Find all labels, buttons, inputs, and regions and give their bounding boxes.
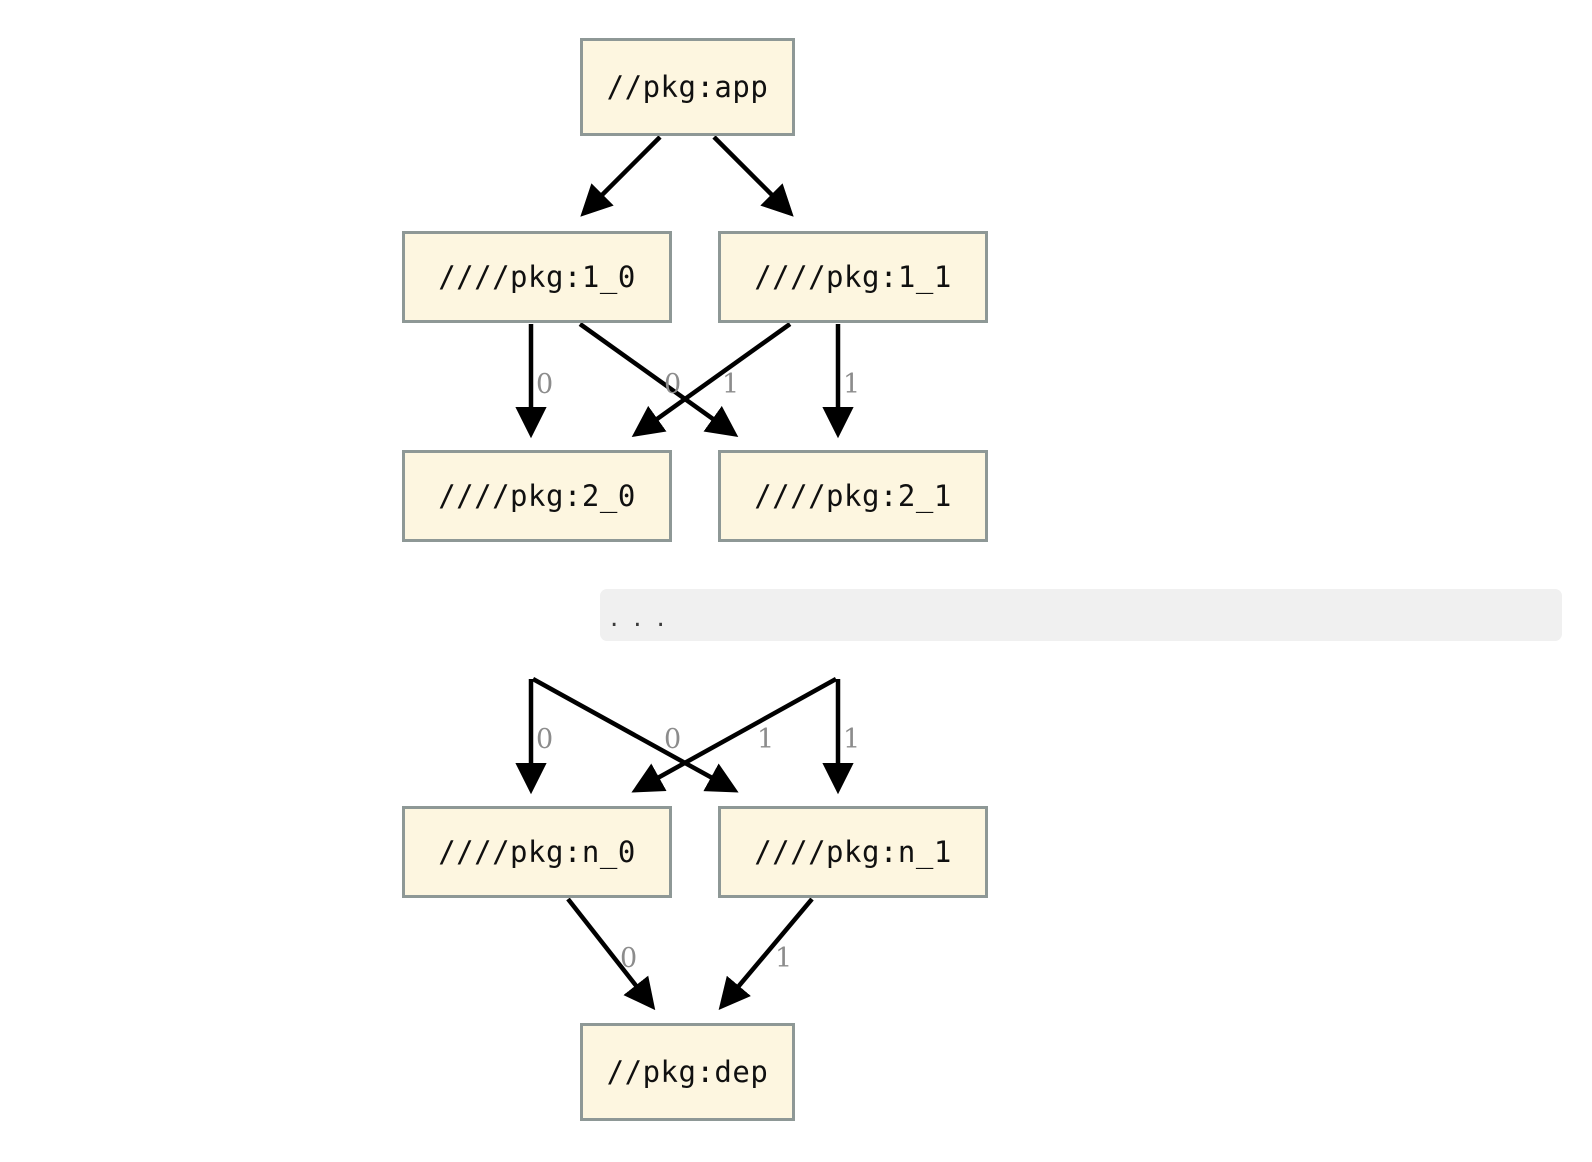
node-pkg-1_1[interactable]: ////pkg:1_1 [718, 231, 988, 323]
edge-n_1-to-dep [718, 897, 814, 1011]
node-label: ////pkg:1_0 [438, 260, 636, 294]
edge-label-dangling-to-n_1: 1 [843, 724, 861, 755]
edge-dangling-cross-to-n_1 [531, 677, 739, 793]
node-pkg-n_1[interactable]: ////pkg:n_1 [718, 806, 988, 898]
node-pkg-n_0[interactable]: ////pkg:n_0 [402, 806, 672, 898]
node-label: ////pkg:n_1 [754, 835, 952, 869]
edge-dangling-cross-to-n_0 [631, 677, 838, 793]
edge-label-1_1-to-2_0: 1 [722, 369, 740, 400]
edge-label-dangling-cross-to-n_1: 0 [664, 724, 682, 755]
node-pkg-2_1[interactable]: ////pkg:2_1 [718, 450, 988, 542]
edge-n_0-to-dep [566, 897, 656, 1011]
node-label: ////pkg:2_1 [754, 479, 952, 513]
edge-label-n_0-to-dep: 0 [620, 943, 638, 974]
edge-label-1_0-to-2_1: 0 [664, 369, 682, 400]
node-pkg-app[interactable]: //pkg:app [580, 38, 795, 136]
edge-1_0-to-2_1 [578, 322, 739, 438]
edge-label-1_0-to-2_0: 0 [536, 369, 554, 400]
edge-label-1_1-to-2_1: 1 [843, 369, 861, 400]
node-label: //pkg:app [606, 70, 769, 104]
edge-label-dangling-to-n_0: 0 [536, 724, 554, 755]
node-label: ////pkg:n_0 [438, 835, 636, 869]
node-label: //pkg:dep [606, 1055, 769, 1089]
node-pkg-2_0[interactable]: ////pkg:2_0 [402, 450, 672, 542]
node-label: ////pkg:2_0 [438, 479, 636, 513]
edge-1_1-to-2_0 [631, 322, 792, 438]
edge-label-n_1-to-dep: 1 [775, 943, 793, 974]
edge-app-to-1_1 [712, 135, 794, 217]
edge-app-to-1_0 [580, 135, 662, 217]
node-label: ////pkg:1_1 [754, 260, 952, 294]
edge-label-dangling-cross-to-n_0: 1 [757, 724, 775, 755]
node-pkg-1_0[interactable]: ////pkg:1_0 [402, 231, 672, 323]
ellipsis-band: ... [600, 589, 1562, 641]
node-pkg-dep[interactable]: //pkg:dep [580, 1023, 795, 1121]
ellipsis-dots: ... [610, 603, 680, 633]
